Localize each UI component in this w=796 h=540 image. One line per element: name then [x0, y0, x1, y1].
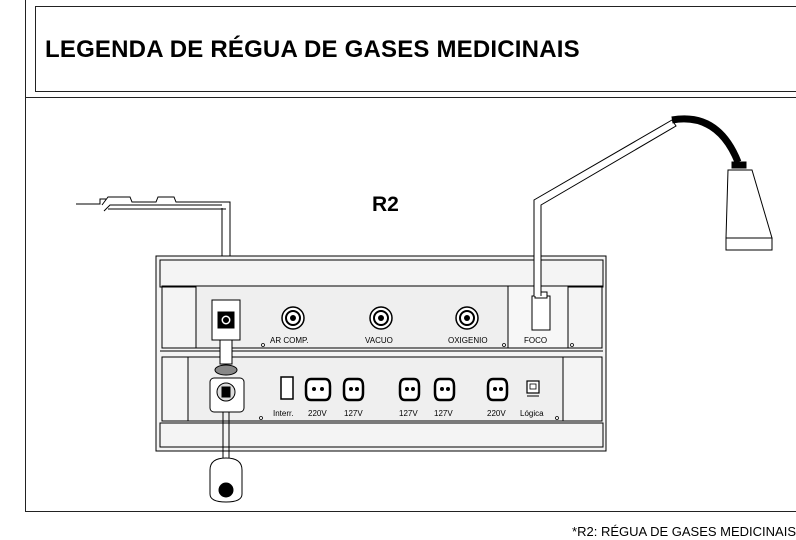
outlet-label: 127V	[344, 409, 363, 418]
flowmeter-icon	[209, 457, 243, 503]
socket-220v-1[interactable]: 220V	[304, 377, 332, 418]
socket-127v-3[interactable]: 127V	[433, 377, 456, 418]
outlet-label: 127V	[434, 409, 453, 418]
power-socket-icon	[433, 377, 456, 402]
power-socket-icon	[342, 377, 365, 402]
power-socket-icon	[304, 377, 332, 402]
power-socket-icon	[398, 377, 421, 402]
outlet-label: Lógica	[520, 409, 544, 418]
switch-interr[interactable]: Interr.	[273, 376, 294, 418]
flowmeter-connector	[211, 299, 241, 365]
panel-screws	[259, 343, 574, 420]
exam-lamp	[533, 115, 773, 296]
separator-line	[25, 97, 796, 98]
exam-lamp-icon	[725, 169, 773, 239]
footnote: *R2: RÉGUA DE GASES MEDICINAIS	[572, 524, 796, 539]
gas-outlet-vacuo[interactable]: VACUO	[365, 306, 393, 345]
rail-panel	[155, 255, 607, 452]
switch-icon	[280, 376, 294, 400]
gas-outlet-oxigenio[interactable]: OXIGENIO	[448, 306, 488, 345]
rail-label: R2	[372, 193, 399, 216]
wall-rail	[76, 196, 226, 212]
outlet-label: 127V	[399, 409, 418, 418]
socket-127v-1[interactable]: 127V	[342, 377, 365, 418]
gas-outlet-label: AR COMP.	[270, 336, 309, 345]
network-jack-icon	[526, 380, 540, 394]
flowmeter-assembly	[209, 364, 245, 503]
title-box	[35, 6, 796, 92]
outlet-label: 220V	[308, 409, 327, 418]
gas-outlet-label: OXIGENIO	[448, 336, 488, 345]
socket-127v-2[interactable]: 127V	[398, 377, 421, 418]
network-jack-logica[interactable]: Lógica	[520, 380, 544, 418]
outlet-label: Interr.	[273, 409, 293, 418]
drawing-frame	[25, 0, 796, 512]
foco-label: FOCO	[524, 336, 547, 345]
outlet-label: 220V	[487, 409, 506, 418]
gas-outlet-label: VACUO	[365, 336, 393, 345]
socket-220v-2[interactable]: 220V	[486, 377, 509, 418]
page-title: LEGENDA DE RÉGUA DE GASES MEDICINAIS	[45, 36, 580, 63]
power-socket-icon	[486, 377, 509, 402]
gas-outlet-ar-comp[interactable]: AR COMP.	[270, 306, 309, 345]
